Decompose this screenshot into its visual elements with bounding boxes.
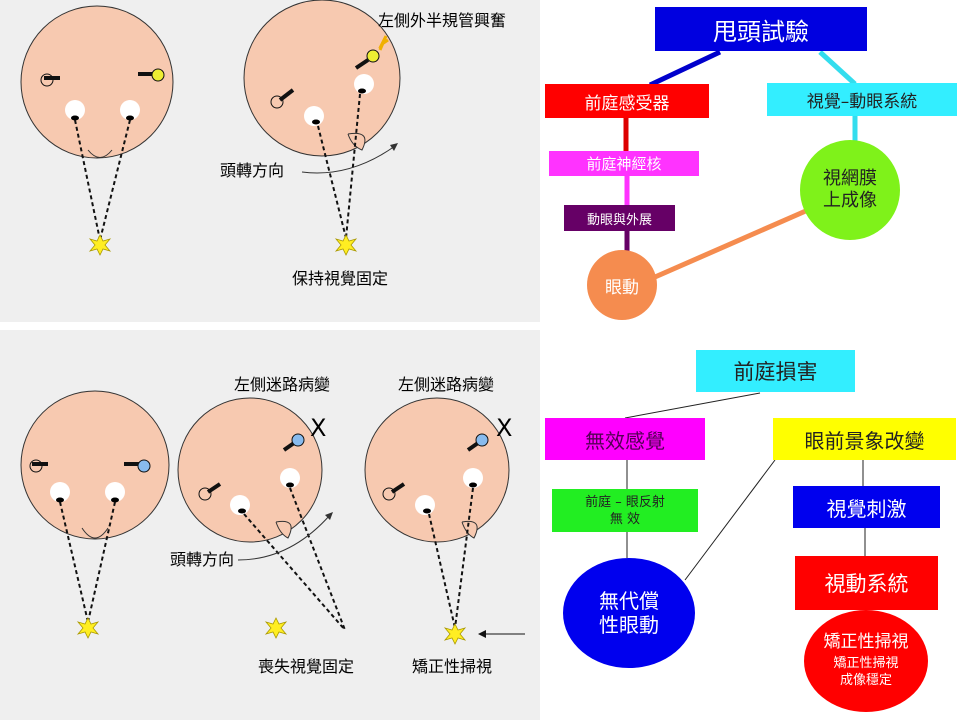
mark-x-2: X [496, 414, 512, 442]
head-saccade [364, 397, 525, 645]
label-excited: 左側外半規管興奮 [378, 11, 506, 30]
mark-x-1: X [310, 414, 326, 442]
vor-line-1: 前庭 – 眼反射 [585, 494, 665, 510]
node-visual-stimulus: 視覺刺激 [793, 486, 940, 528]
head-front-lesion [20, 390, 170, 639]
connectors-bottom [624, 392, 866, 581]
node-head-impulse-test: 甩頭試驗 [655, 7, 867, 51]
node-eye-movement: 眼動 [587, 250, 657, 320]
head-front [20, 5, 174, 256]
node-optokinetic-system: 視動系統 [795, 556, 938, 610]
node-invalid-sense: 無效感覺 [545, 418, 705, 460]
node-vestibular-receptor: 前庭感受器 [545, 84, 709, 118]
saccade-sub-2: 成像穩定 [839, 672, 892, 688]
head-turned [243, 0, 401, 256]
saccade-title: 矯正性掃視 [823, 631, 909, 652]
node-uncompensated-eye-movement: 無代償 性眼動 [563, 558, 695, 668]
node-corrective-saccade: 矯正性掃視 矯正性掃視 成像穩定 [804, 610, 928, 712]
saccade-sub-1: 矯正性掃視 [833, 655, 899, 671]
uncomp-line-1: 無代償 [599, 589, 659, 613]
node-vestibular-damage: 前庭損害 [696, 350, 855, 392]
label-lesion-1: 左側迷路病變 [234, 375, 330, 394]
node-vestibular-nucleus: 前庭神經核 [549, 151, 699, 176]
node-visual-oculomotor: 視覺–動眼系統 [767, 83, 957, 116]
label-turn-top: 頭轉方向 [220, 161, 284, 180]
head-turned-lesion [177, 397, 346, 639]
retina-line-2: 上成像 [823, 190, 877, 211]
label-lost-fixation: 喪失視覺固定 [258, 657, 354, 676]
label-fixation: 保持視覺固定 [292, 269, 388, 288]
node-retina-image: 視網膜 上成像 [800, 140, 900, 240]
vor-line-2: 無 效 [609, 511, 641, 527]
node-vor-invalid: 前庭 – 眼反射 無 效 [552, 489, 698, 532]
label-turn-bottom: 頭轉方向 [170, 550, 234, 569]
uncomp-line-2: 性眼動 [599, 613, 659, 637]
retina-line-1: 視網膜 [823, 168, 877, 189]
node-scene-change: 眼前景象改變 [773, 418, 956, 460]
label-lesion-2: 左側迷路病變 [398, 375, 494, 394]
label-corrective-saccade: 矯正性掃視 [412, 657, 492, 676]
node-oculomotor-abducens: 動眼與外展 [564, 205, 675, 231]
